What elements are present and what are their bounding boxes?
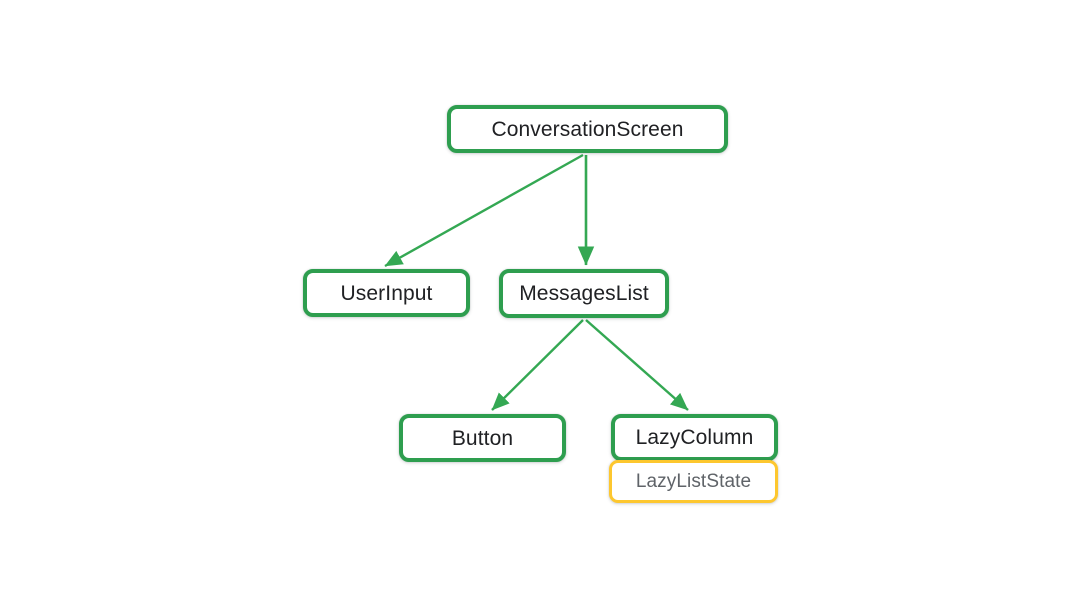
node-lazyliststate[interactable]: LazyListState <box>609 460 778 503</box>
edge-messageslist-button <box>491 319 584 411</box>
node-label-button: Button <box>451 426 514 450</box>
node-label-conversationscreen: ConversationScreen <box>491 117 684 141</box>
node-label-messageslist: MessagesList <box>519 282 649 305</box>
edge-messageslist-lazycolumn <box>585 319 689 411</box>
edge-conversationscreen-userinput <box>384 153 584 268</box>
node-button[interactable]: Button <box>399 414 566 462</box>
node-userinput[interactable]: UserInput <box>303 269 470 317</box>
node-conversationscreen[interactable]: ConversationScreen <box>447 105 728 153</box>
node-label-lazycolumn: LazyColumn <box>635 426 754 449</box>
node-lazycolumn[interactable]: LazyColumn <box>611 414 778 461</box>
node-messageslist[interactable]: MessagesList <box>499 269 669 318</box>
node-label-lazyliststate: LazyListState <box>635 471 752 492</box>
node-label-userinput: UserInput <box>340 281 433 305</box>
